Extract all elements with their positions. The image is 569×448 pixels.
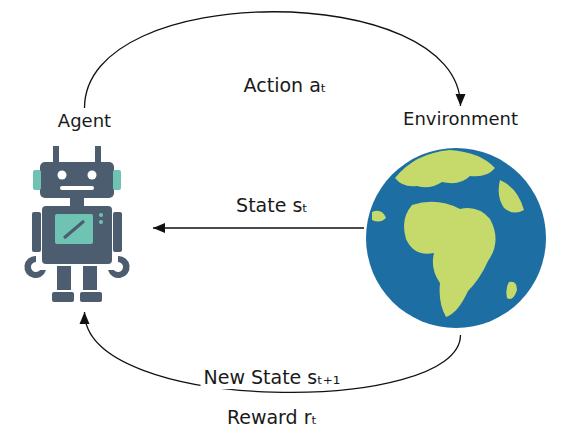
arrow-connector xyxy=(85,12,466,108)
edge-label: State sₜ xyxy=(233,195,311,217)
arrow-connector xyxy=(80,312,461,392)
node-title: Agent xyxy=(18,110,151,131)
robot-icon xyxy=(24,146,129,302)
environment-node: Environment xyxy=(366,108,555,333)
globe-icon xyxy=(366,148,546,328)
node-title: Environment xyxy=(366,108,555,129)
edge-note: Reward rₜ xyxy=(224,407,320,429)
edge-label: New State sₜ₊₁ xyxy=(201,367,344,389)
agent-node: Agent xyxy=(18,110,151,310)
arrow-connector xyxy=(153,223,364,233)
edge-label: Action aₜ xyxy=(241,75,330,97)
